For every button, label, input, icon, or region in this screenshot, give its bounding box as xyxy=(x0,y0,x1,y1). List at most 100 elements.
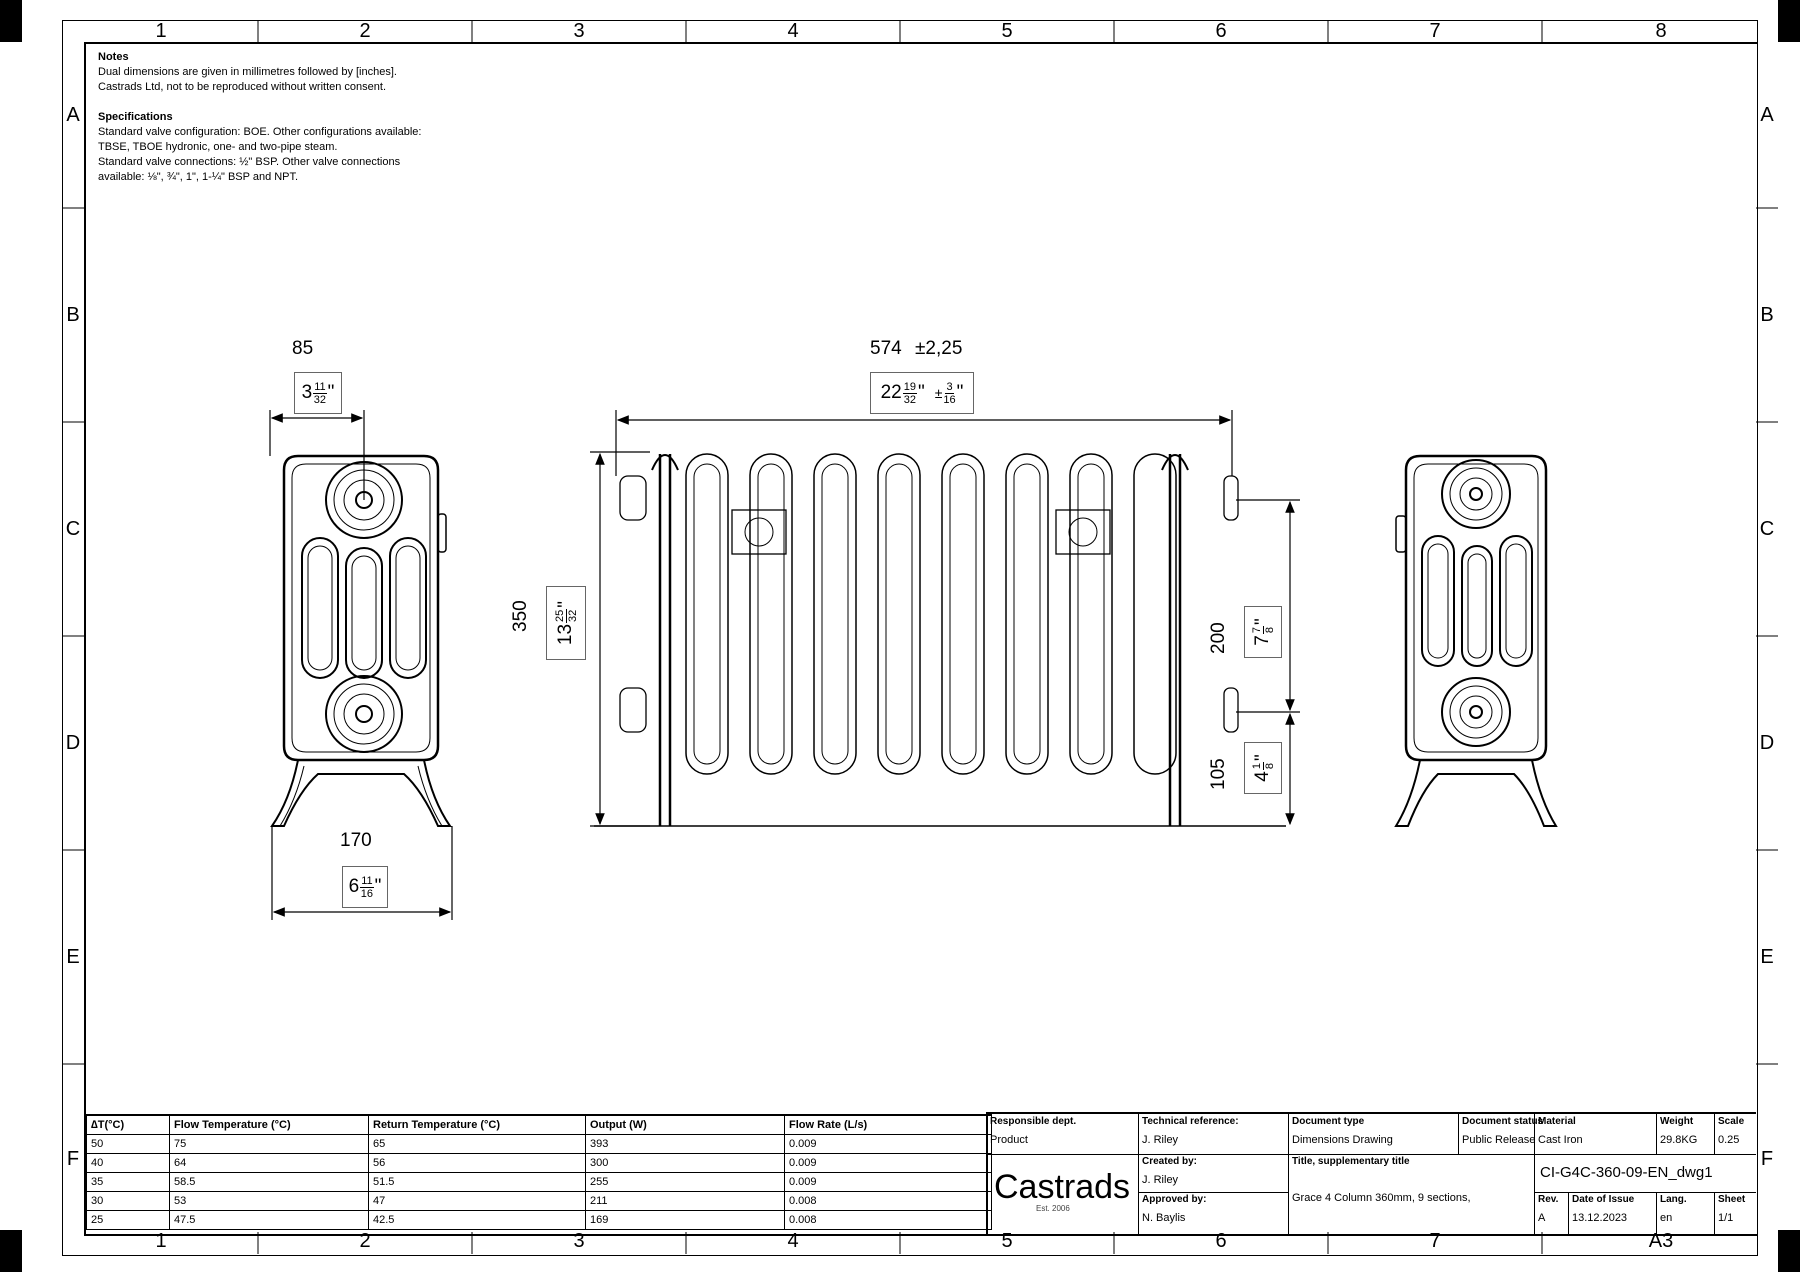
table-cell: 25 xyxy=(86,1210,170,1230)
zone-row-label: E xyxy=(66,946,80,968)
inch-whole: 6 xyxy=(348,876,360,897)
divider xyxy=(1656,1192,1657,1234)
inch-whole: 4 xyxy=(1252,771,1273,782)
value-rev: A xyxy=(1538,1212,1546,1224)
label-doc-type: Document type xyxy=(1292,1116,1365,1127)
table-cell: 393 xyxy=(585,1134,785,1154)
zone-row-label: E xyxy=(1760,946,1774,968)
value-responsible-dept: Product xyxy=(990,1134,1028,1146)
column-header: Flow Temperature (°C) xyxy=(169,1114,369,1135)
spec-line: Standard valve configuration: BOE. Other… xyxy=(98,126,422,138)
label-sheet: Sheet xyxy=(1718,1194,1746,1205)
divider xyxy=(1534,1192,1756,1193)
zone-row-label: F xyxy=(66,1148,80,1170)
table-header-row: ∆T(°C) Flow Temperature (°C) Return Temp… xyxy=(86,1114,992,1135)
label-created-by: Created by: xyxy=(1142,1156,1198,1167)
zone-column-label: 2 xyxy=(359,20,371,42)
inch-fraction-numerator: 7 xyxy=(1250,626,1264,635)
table-cell: 211 xyxy=(585,1191,785,1211)
inch-fraction-denominator: 8 xyxy=(1263,627,1276,634)
dim-length-mm: 574 ±2,25 xyxy=(870,338,962,360)
inch-fraction-denominator: 8 xyxy=(1263,763,1276,770)
zone-row-label: A xyxy=(66,104,80,126)
inch-mark: " xyxy=(555,600,576,608)
label-responsible-dept: Responsible dept. xyxy=(990,1116,1077,1127)
inch-mark: " xyxy=(327,382,335,403)
inch-fraction-numerator: 11 xyxy=(360,874,374,888)
divider xyxy=(1288,1114,1289,1234)
corner-mark xyxy=(0,1230,22,1272)
value-tech-ref: J. Riley xyxy=(1142,1134,1179,1146)
inch-mark: " xyxy=(917,382,925,403)
inch-fraction-numerator: 25 xyxy=(553,608,567,623)
table-cell: 75 xyxy=(169,1134,369,1154)
notes-line: Dual dimensions are given in millimetres… xyxy=(98,66,397,78)
zone-column-label: 5 xyxy=(1001,1230,1013,1252)
table-cell: 47.5 xyxy=(169,1210,369,1230)
table-cell: 53 xyxy=(169,1191,369,1211)
divider xyxy=(1534,1114,1535,1234)
spec-line: Standard valve connections: ½" BSP. Othe… xyxy=(98,156,401,168)
table-cell: 42.5 xyxy=(368,1210,586,1230)
inch-whole: 22 xyxy=(880,382,902,403)
zone-row-label: D xyxy=(1759,732,1775,754)
table-cell: 0.008 xyxy=(784,1210,992,1230)
corner-mark xyxy=(1778,0,1800,42)
table-cell: 40 xyxy=(86,1153,170,1173)
value-doc-status: Public Release xyxy=(1462,1134,1536,1146)
zone-column-label: 6 xyxy=(1215,20,1227,42)
title-block: Responsible dept. Product Technical refe… xyxy=(986,1112,1756,1234)
divider xyxy=(1714,1192,1715,1234)
value-created-by: J. Riley xyxy=(1142,1174,1179,1186)
inch-mark: " xyxy=(374,876,382,897)
zone-row-label: C xyxy=(65,518,81,540)
zone-column-label: 2 xyxy=(359,1230,371,1252)
label-rev: Rev. xyxy=(1538,1194,1559,1205)
table-cell: 255 xyxy=(585,1172,785,1192)
dim-length-value: 574 xyxy=(870,338,902,359)
front-view xyxy=(594,453,1286,827)
performance-table: ∆T(°C) Flow Temperature (°C) Return Temp… xyxy=(86,1114,992,1230)
column-header: Flow Rate (L/s) xyxy=(784,1114,992,1135)
divider xyxy=(1138,1114,1139,1234)
value-sheet: 1/1 xyxy=(1718,1212,1734,1224)
table-cell: 0.009 xyxy=(784,1134,992,1154)
inch-mark: " xyxy=(1252,754,1273,762)
zone-column-label: 5 xyxy=(1001,20,1013,42)
value-weight: 29.8KG xyxy=(1660,1134,1698,1146)
zone-row-label: F xyxy=(1760,1148,1774,1170)
value-approved-by: N. Baylis xyxy=(1142,1212,1186,1224)
table-cell: 58.5 xyxy=(169,1172,369,1192)
dim-height-mm: 350 xyxy=(510,600,531,632)
inch-fraction-denominator: 32 xyxy=(903,393,916,406)
spec-line: available: ⅛", ¾", 1", 1-¼" BSP and NPT. xyxy=(98,171,299,183)
tolerance-numerator: 3 xyxy=(945,380,954,394)
paper-size-label: A3 xyxy=(1648,1230,1674,1252)
zone-row-label: B xyxy=(66,304,80,326)
specifications-heading: Specifications xyxy=(98,111,173,123)
zone-column-label: 4 xyxy=(787,20,799,42)
inch-mark: " xyxy=(1252,618,1273,626)
table-cell: 300 xyxy=(585,1153,785,1173)
label-doc-status: Document status xyxy=(1462,1116,1544,1127)
inch-whole: 3 xyxy=(301,382,313,403)
zone-column-label: 3 xyxy=(573,20,585,42)
value-date: 13.12.2023 xyxy=(1572,1212,1628,1224)
table-cell: 51.5 xyxy=(368,1172,586,1192)
zone-row-label: B xyxy=(1760,304,1774,326)
label-date: Date of Issue xyxy=(1572,1194,1635,1205)
dim-centres-mm: 200 xyxy=(1208,622,1229,654)
value-lang: en xyxy=(1660,1212,1673,1224)
inch-whole: 13 xyxy=(555,623,576,646)
label-title: Title, supplementary title xyxy=(1292,1156,1410,1167)
